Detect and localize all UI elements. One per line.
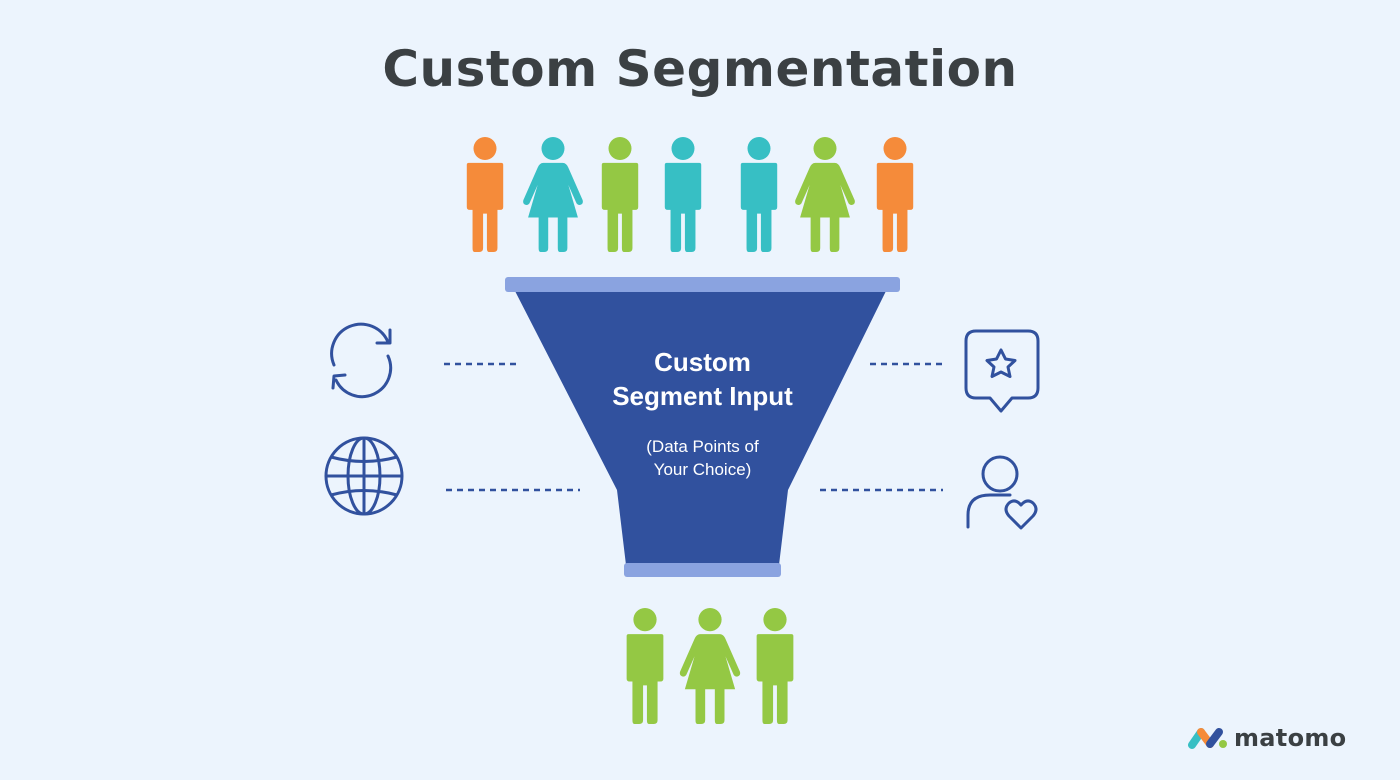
- person-male-orange: [466, 137, 504, 252]
- person-male-orange: [876, 137, 914, 252]
- funnel-heading-line2: Segment Input: [612, 381, 793, 411]
- person-female-teal: [523, 137, 583, 252]
- output-people-group: [626, 608, 794, 724]
- person-male-green: [601, 137, 639, 252]
- funnel-top-rim: [505, 277, 900, 292]
- brand-name: matomo: [1234, 724, 1347, 752]
- page-title: Custom Segmentation: [382, 40, 1018, 98]
- person-male-green: [756, 608, 794, 724]
- funnel-subtext-line1: (Data Points of: [646, 437, 759, 456]
- funnel-heading-line1: Custom: [654, 347, 751, 377]
- person-female-green: [795, 137, 855, 252]
- person-male-green: [626, 608, 664, 724]
- star-badge-icon: [964, 329, 1040, 413]
- funnel-body: [515, 291, 886, 565]
- funnel-subtext: (Data Points of Your Choice): [600, 435, 805, 481]
- funnel-subtext-line2: Your Choice): [653, 460, 752, 479]
- funnel-heading: Custom Segment Input: [560, 345, 845, 413]
- connector-lines: [444, 362, 943, 492]
- person-female-green: [679, 608, 741, 724]
- funnel: [505, 277, 900, 577]
- matomo-logo-icon: [1188, 728, 1227, 749]
- person-male-teal: [740, 137, 778, 252]
- person-male-teal: [664, 137, 702, 252]
- user-heart-icon: [966, 455, 1038, 530]
- funnel-bottom-rim: [624, 563, 781, 577]
- brand-logo: matomo: [1188, 720, 1346, 756]
- input-people-group: [466, 137, 914, 252]
- refresh-icon: [330, 322, 393, 399]
- globe-icon: [324, 436, 404, 516]
